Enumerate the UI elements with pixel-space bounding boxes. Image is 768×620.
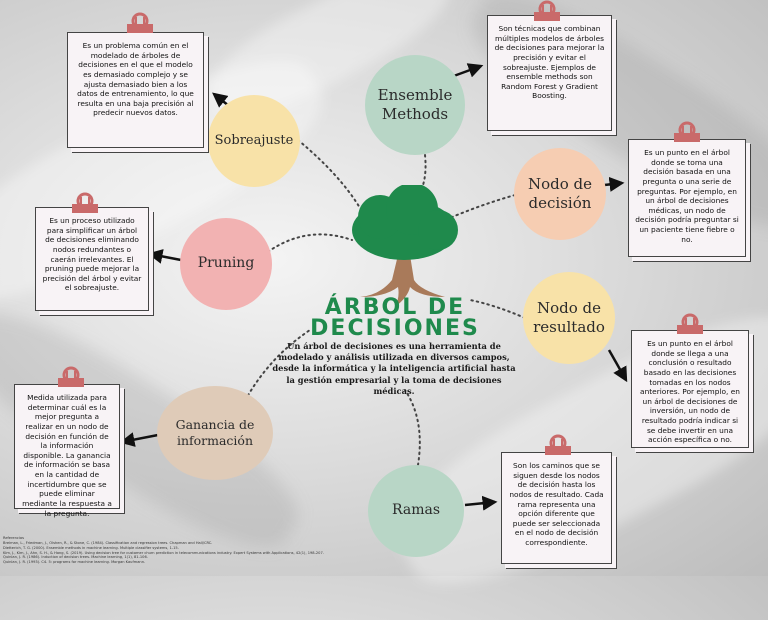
tree-trunk [360, 255, 445, 307]
node-ensemble-label-1: Ensemble [377, 86, 453, 105]
node-ganancia: Ganancia de información [157, 386, 273, 480]
dotted-link-resultado [469, 299, 526, 319]
card-pruning-text: Es un proceso utilizado para simplificar… [42, 216, 142, 293]
node-ramas: Ramas [368, 465, 464, 557]
node-resultado: Nodo de resultado [523, 272, 615, 364]
node-ganancia-label-2: información [176, 433, 254, 448]
card-ganancia-text: Medida utilizada para determinar cuál es… [22, 393, 112, 518]
main-description: Un árbol de decisiones es una herramient… [272, 341, 516, 396]
arrow-ramas [464, 495, 498, 511]
paper-clip-icon [72, 192, 98, 213]
paper-clip-icon [534, 0, 560, 21]
card-ramas: Son los caminos que se siguen desde los … [501, 452, 612, 564]
paper-clip-icon [127, 12, 153, 33]
reference-item: Quinlan, J. R. (1986). Induction of deci… [3, 555, 148, 560]
card-resultado-text: Es un punto en el árbol donde se llega a… [640, 339, 740, 445]
node-resultado-label-2: resultado [533, 318, 605, 336]
paper-clip-icon [58, 366, 84, 387]
dotted-link-sobreajuste [297, 139, 361, 209]
node-pruning-label: Pruning [197, 255, 255, 272]
dotted-link-ramas [404, 389, 421, 466]
node-sobreajuste: Sobreajuste [208, 95, 300, 187]
node-ramas-label: Ramas [391, 502, 440, 519]
reference-item: Kim, J., Kim, J., Ahn, S. H., & Hong, S.… [3, 550, 324, 555]
title-line-2: DECISIONES [310, 315, 480, 341]
paper-clip-icon [674, 121, 700, 142]
card-ramas-text: Son los caminos que se siguen desde los … [509, 461, 604, 547]
node-pruning: Pruning [180, 218, 272, 310]
node-ganancia-label-1: Ganancia de [175, 417, 255, 433]
node-decision-label-1: Nodo de [527, 175, 593, 194]
references: Referencias Breiman, L., Friedman, J., O… [3, 536, 363, 565]
node-decision: Nodo de decisión [514, 148, 606, 240]
card-sobreajuste-text: Es un problema común en el modelado de á… [77, 41, 194, 118]
references-heading: Referencias [3, 536, 24, 540]
card-ensemble: Son técnicas que combinan múltiples mode… [487, 15, 612, 131]
card-decision: Es un punto en el árbol donde se toma un… [628, 139, 746, 257]
reference-item: Dietterich, T. G. (2000). Ensemble metho… [3, 545, 179, 550]
paper-clip-icon [545, 434, 571, 455]
card-decision-text: Es un punto en el árbol donde se toma un… [635, 148, 739, 244]
arrow-pruning [147, 249, 182, 264]
node-ensemble-label-2: Methods [381, 105, 449, 123]
reference-item: Quinlan, J. R. (1993). C4. 5: programs f… [3, 560, 146, 565]
arrow-ganancia [119, 432, 159, 447]
node-decision-label-2: decisión [528, 194, 592, 212]
card-ganancia: Medida utilizada para determinar cuál es… [14, 384, 120, 518]
arrow-resultado [607, 349, 628, 383]
arrow-ensemble [450, 63, 484, 79]
paper-clip-icon [677, 313, 703, 334]
card-ensemble-text: Son técnicas que combinan múltiples mode… [494, 24, 605, 101]
card-pruning: Es un proceso utilizado para simplificar… [35, 207, 149, 311]
card-sobreajuste: Es un problema común en el modelado de á… [67, 32, 204, 148]
node-ensemble-methods: Ensemble Methods [365, 55, 465, 155]
node-resultado-label-1: Nodo de [536, 299, 602, 318]
node-sobreajuste-label: Sobreajuste [214, 132, 294, 148]
card-resultado: Es un punto en el árbol donde se llega a… [631, 330, 749, 448]
reference-item: Breiman, L., Friedman, J., Olshen, R., &… [3, 540, 213, 545]
tree-illustration [352, 185, 458, 307]
main-title: ÁRBOL DE DECISIONES [300, 295, 490, 341]
title-line-1: ÁRBOL DE [324, 295, 466, 320]
